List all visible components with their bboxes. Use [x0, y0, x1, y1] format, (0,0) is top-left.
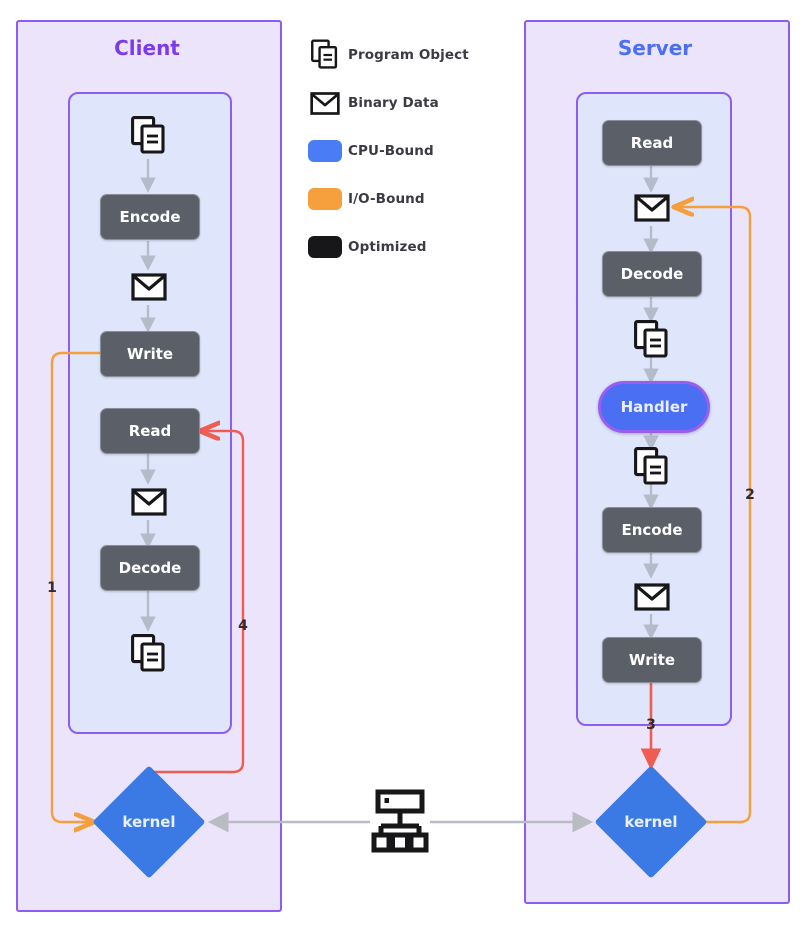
- client-title: Client: [114, 36, 180, 60]
- program-object-icon: [302, 39, 348, 71]
- binary-data-icon: [634, 583, 670, 611]
- server-kernel-label: kernel: [624, 813, 678, 831]
- network-switch-icon: [371, 789, 429, 853]
- program-object-icon: [634, 447, 668, 485]
- client-kernel[interactable]: kernel: [92, 765, 206, 879]
- server-node-read[interactable]: Read: [602, 120, 702, 166]
- legend-item-optimized: Optimized: [302, 230, 427, 264]
- legend-label-optimized: Optimized: [348, 239, 427, 255]
- flow-edge-4: [152, 431, 245, 774]
- server-title: Server: [617, 36, 693, 60]
- client-node-write[interactable]: Write: [100, 331, 200, 377]
- server-node-encode[interactable]: Encode: [602, 507, 702, 553]
- legend-item-io-bound: I/O-Bound: [302, 182, 425, 216]
- io-bound-swatch: [302, 188, 348, 210]
- binary-data-icon: [302, 91, 348, 116]
- flow-label-1: 1: [47, 580, 57, 596]
- optimized-swatch: [302, 236, 348, 258]
- flow-edge-2: [676, 207, 752, 824]
- server-node-write[interactable]: Write: [602, 637, 702, 683]
- legend-label-binary-data: Binary Data: [348, 95, 439, 111]
- binary-data-icon: [634, 194, 670, 222]
- binary-data-icon: [131, 488, 167, 516]
- client-kernel-label: kernel: [122, 813, 176, 831]
- client-node-read[interactable]: Read: [100, 408, 200, 454]
- server-node-decode[interactable]: Decode: [602, 251, 702, 297]
- program-object-icon: [131, 634, 165, 672]
- client-node-encode[interactable]: Encode: [100, 194, 200, 240]
- program-object-icon: [634, 320, 668, 358]
- legend-label-io-bound: I/O-Bound: [348, 191, 425, 207]
- binary-data-icon: [131, 273, 167, 301]
- flow-label-2: 2: [745, 487, 755, 503]
- flow-label-3: 3: [646, 717, 656, 733]
- legend-label-program-object: Program Object: [348, 47, 469, 63]
- legend-label-cpu-bound: CPU-Bound: [348, 143, 434, 159]
- server-kernel[interactable]: kernel: [594, 765, 708, 879]
- legend-item-program-object: Program Object: [302, 38, 469, 72]
- legend-item-binary-data: Binary Data: [302, 86, 439, 120]
- server-node-handler[interactable]: Handler: [598, 381, 710, 433]
- flow-edge-1: [50, 351, 108, 822]
- program-object-icon: [131, 116, 165, 154]
- legend-item-cpu-bound: CPU-Bound: [302, 134, 434, 168]
- flow-label-4: 4: [238, 618, 248, 634]
- client-node-decode[interactable]: Decode: [100, 545, 200, 591]
- cpu-bound-swatch: [302, 140, 348, 162]
